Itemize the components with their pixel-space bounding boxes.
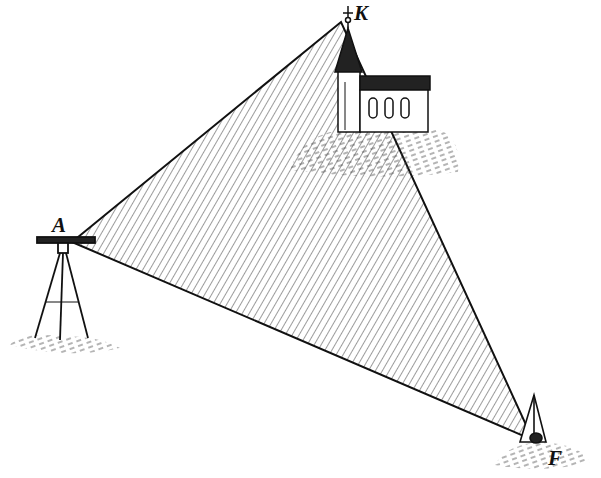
church — [335, 6, 430, 132]
point-label: K — [354, 3, 368, 24]
church-hill — [290, 130, 459, 177]
hatched-triangle — [72, 22, 533, 440]
tripod — [35, 237, 95, 340]
point-label: A — [52, 215, 66, 236]
point-label: F — [548, 448, 562, 469]
ground-f — [495, 442, 590, 469]
signal-pole — [520, 395, 546, 443]
sight-lines — [72, 22, 533, 440]
ground-a — [10, 335, 120, 353]
